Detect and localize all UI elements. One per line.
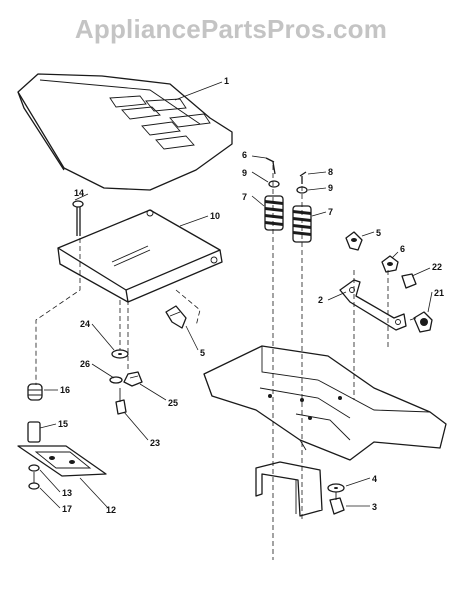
bolt-14-part — [72, 200, 84, 236]
callout-9-left: 9 — [242, 168, 247, 178]
washer-9-left-part — [268, 180, 280, 188]
callout-labels: 1 6 9 7 8 9 7 14 10 5 6 22 21 2 5 24 26 … — [58, 76, 444, 515]
callout-4: 4 — [372, 474, 377, 484]
callout-1: 1 — [224, 76, 229, 86]
callout-5-right: 5 — [376, 228, 381, 238]
bracket-2-part — [339, 279, 407, 331]
callout-12: 12 — [106, 505, 116, 515]
bolt-8-left-part — [265, 157, 276, 175]
callout-15: 15 — [58, 419, 68, 429]
lower-frame-part — [255, 461, 323, 517]
callout-6-right: 6 — [400, 244, 405, 254]
fastener-13-part — [28, 464, 40, 472]
nut-6-part — [381, 255, 399, 273]
callout-16: 16 — [60, 385, 70, 395]
nut-22-part — [401, 273, 417, 289]
bolt-23-part — [115, 388, 127, 415]
callout-25: 25 — [168, 398, 178, 408]
callout-24: 24 — [80, 319, 90, 329]
washer-4-part — [327, 483, 345, 493]
watermark-text: AppliancePartsPros.com — [74, 14, 388, 44]
bolt-8-right-part — [299, 171, 307, 184]
washer-17-part — [28, 472, 40, 490]
callout-7-left: 7 — [242, 192, 247, 202]
callout-13: 13 — [62, 488, 72, 498]
bushing-15-part — [27, 421, 41, 443]
callout-9-right: 9 — [328, 183, 333, 193]
callout-26: 26 — [80, 359, 90, 369]
washer-24-part — [111, 349, 129, 359]
callout-23: 23 — [150, 438, 160, 448]
spring-7-left-part — [264, 195, 284, 231]
fender-frame-part — [203, 345, 447, 461]
clip-5-right-part — [345, 231, 363, 251]
seat-part — [17, 73, 233, 191]
bracket-12-part — [17, 445, 107, 477]
washer-9-right-part — [296, 186, 308, 194]
callout-10: 10 — [210, 211, 220, 221]
clip-5-left-part — [165, 305, 187, 329]
spring-16-part — [27, 383, 43, 401]
callout-2: 2 — [318, 295, 323, 305]
washer-26-part — [109, 376, 123, 384]
callout-5-left: 5 — [200, 348, 205, 358]
nut-25-part — [123, 371, 143, 387]
spring-7-right-part — [292, 205, 312, 243]
seat-pan-part — [57, 209, 223, 303]
callout-7-right: 7 — [328, 207, 333, 217]
callout-22: 22 — [432, 262, 442, 272]
callout-14: 14 — [74, 188, 84, 198]
bolt-3-part — [329, 492, 345, 515]
callout-17: 17 — [62, 504, 72, 514]
callout-6-top: 6 — [242, 150, 247, 160]
callout-3: 3 — [372, 502, 377, 512]
callout-8: 8 — [328, 167, 333, 177]
callout-21: 21 — [434, 288, 444, 298]
knob-21-part — [409, 311, 433, 333]
leader-lines — [39, 81, 433, 509]
